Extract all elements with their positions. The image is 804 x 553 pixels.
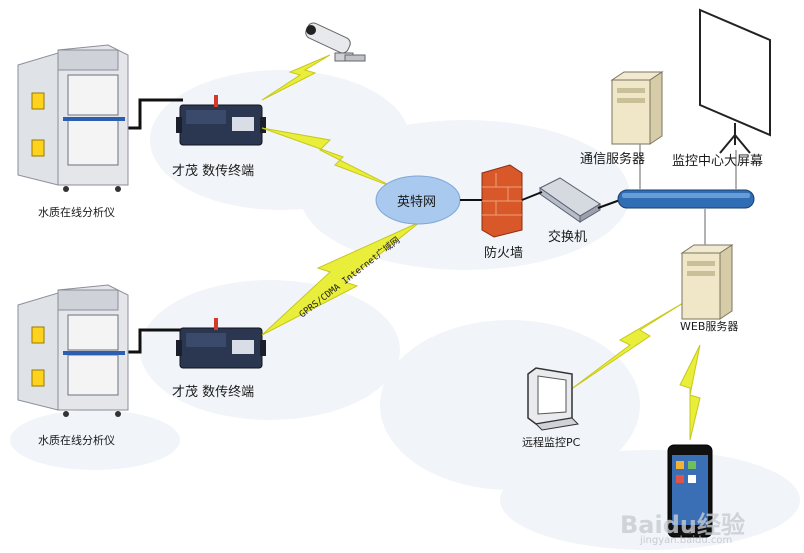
web-server-label: WEB服务器 <box>680 320 739 333</box>
lightning-web-phone <box>679 344 701 441</box>
smartphone-icon <box>667 444 713 538</box>
firewall-label: 防火墙 <box>484 246 524 261</box>
dtu-2-label: 才茂 数传终端 <box>172 385 255 400</box>
monitor-screen-icon <box>699 8 771 154</box>
remote-pc-icon <box>527 367 580 431</box>
analyzer-2-label: 水质在线分析仪 <box>38 434 115 447</box>
switch-icon <box>539 177 601 223</box>
lightning-dtu1-camera <box>261 54 331 101</box>
comm-server-icon <box>610 71 664 145</box>
analyzer-1-cable <box>120 98 183 130</box>
camera-icon <box>305 22 366 62</box>
dtu-1-label: 才茂 数传终端 <box>172 164 255 179</box>
firewall-switch-link <box>521 191 543 201</box>
water-quality-analyzer-2 <box>17 284 129 417</box>
switch-label: 交换机 <box>548 230 588 245</box>
network-bus <box>617 189 755 209</box>
firewall-icon <box>481 164 523 238</box>
comm-server-label: 通信服务器 <box>580 152 646 167</box>
lightning-dtu1-internet <box>261 127 396 189</box>
lightning-web-pc <box>569 299 689 391</box>
background-cloud <box>500 450 800 550</box>
switch-bus-link <box>597 199 621 209</box>
dtu-terminal-1 <box>176 95 266 146</box>
analyzer-2-cable <box>120 328 183 354</box>
monitor-screen-label: 监控中心大屏幕 <box>672 154 764 169</box>
water-quality-analyzer-1 <box>17 44 129 192</box>
web-server-icon <box>680 244 734 320</box>
internet-label: 英特网 <box>397 195 437 210</box>
remote-pc-label: 远程监控PC <box>522 436 581 449</box>
dtu-terminal-2 <box>176 318 266 369</box>
watermark-subtext: jingyan.baidu.com <box>640 535 733 546</box>
watermark-text: Baidu经验 <box>620 511 745 539</box>
background-cloud <box>10 410 180 470</box>
analyzer-1-label: 水质在线分析仪 <box>38 206 115 219</box>
